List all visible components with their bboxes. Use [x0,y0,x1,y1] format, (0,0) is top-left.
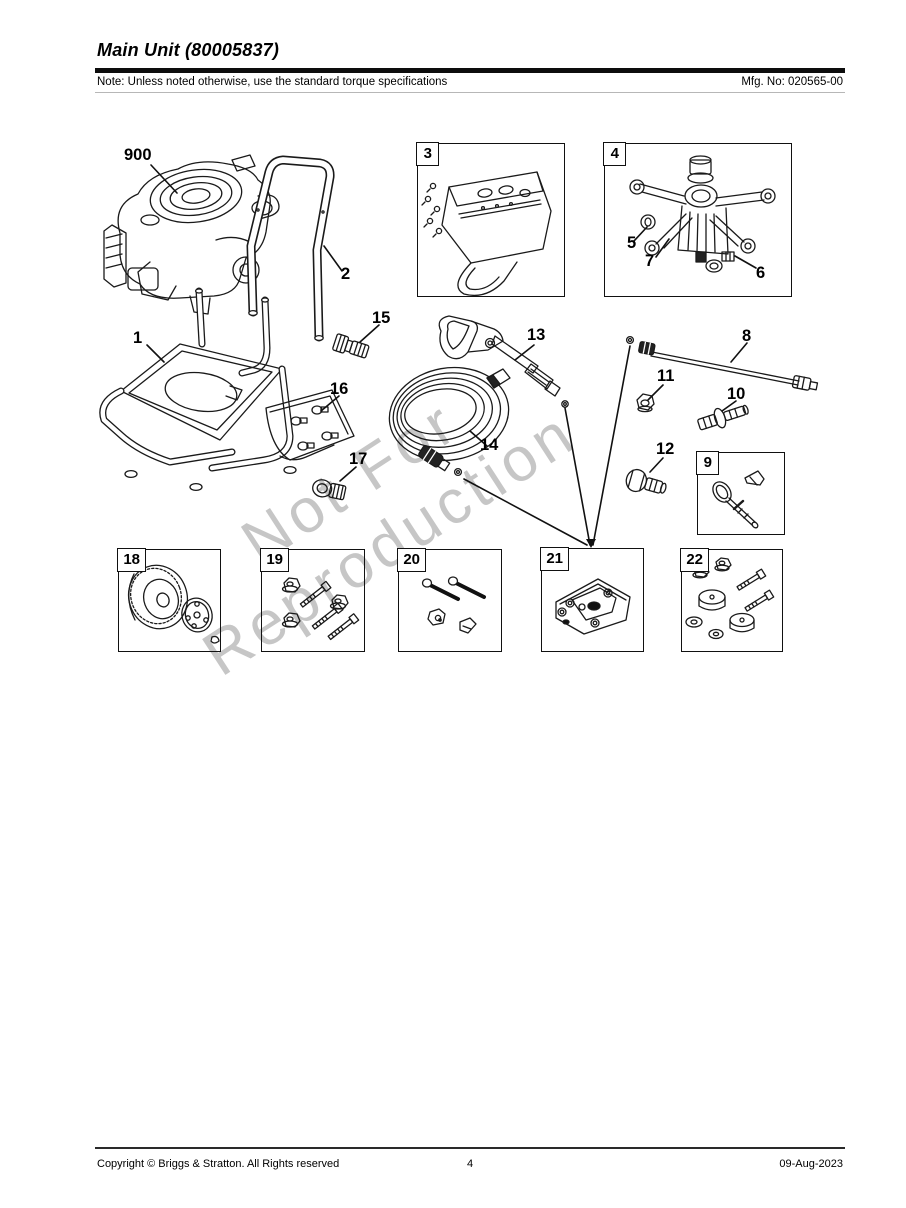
spray-gun-drawing [438,315,569,408]
footer-page-number: 4 [466,1158,474,1170]
callout-10: 10 [727,385,746,403]
parts-box-3-number: 3 [416,142,440,166]
callout-1: 1 [133,329,143,347]
header-row: Note: Unless noted otherwise, use the st… [97,76,843,88]
callout-12: 12 [656,440,675,458]
nut-11-drawing [636,393,655,413]
page-title: Main Unit (80005837) [97,40,280,60]
callout-13: 13 [527,326,546,344]
cleaning-tool-drawing [712,470,765,529]
pump-drawing [629,155,776,273]
callout-17: 17 [349,450,368,468]
callout-14: 14 [480,436,499,454]
callout-5: 5 [627,234,637,252]
parts-box-9-number: 9 [696,451,720,475]
parts-box-3: 3 [416,142,565,297]
parts-box-22: 22 [680,548,783,652]
footer-date: 09-Aug-2023 [779,1158,843,1170]
shield-bracket-drawing [421,171,552,297]
lance-drawing [625,335,819,391]
footer-rule [95,1147,845,1149]
hose-coil-drawing [388,366,511,477]
wheel-drawing [127,564,220,644]
parts-box-22-number: 22 [680,548,709,572]
fitting-15-drawing [332,333,370,359]
callout-6: 6 [756,264,766,282]
parts-box-19-number: 19 [260,548,289,572]
parts-box-20: 20 [397,548,502,652]
parts-box-18: 18 [117,548,221,652]
footer-copyright: Copyright © Briggs & Stratton. All Right… [97,1158,340,1170]
mfg-number: Mfg. No: 020565-00 [741,76,843,88]
parts-box-4-number: 4 [603,142,627,166]
footer-row: Copyright © Briggs & Stratton. All Right… [97,1158,843,1170]
callout-7: 7 [645,252,655,270]
callout-2: 2 [341,265,351,283]
fitting-kit-bag-drawing [265,389,355,461]
tray-drawing [555,578,631,635]
adapter-12-drawing [625,468,667,494]
isolator-kit-drawing [685,557,775,640]
header-rule-thin [95,92,845,93]
handle-hardware-drawing [421,576,486,634]
handle-drawing [246,155,335,342]
callout-15: 15 [372,309,391,327]
callout-8: 8 [742,327,752,345]
callout-900: 900 [124,146,152,164]
parts-box-21-number: 21 [540,547,569,571]
parts-box-4: 4 [603,142,792,297]
bolt-kit-drawing [281,577,360,641]
parts-box-21: 21 [540,547,644,652]
callout-11: 11 [657,367,675,385]
leader-lines [146,164,757,548]
parts-box-20-number: 20 [397,548,426,572]
nozzle-stud-drawing [697,404,749,431]
frame-drawing [99,287,297,492]
callout-16: 16 [330,380,349,398]
parts-box-19: 19 [260,548,365,652]
torque-note: Note: Unless noted otherwise, use the st… [97,76,448,88]
parts-box-18-number: 18 [117,548,146,572]
fitting-17-drawing [312,479,347,501]
parts-box-9: 9 [696,451,785,535]
header-rule-thick [95,68,845,73]
